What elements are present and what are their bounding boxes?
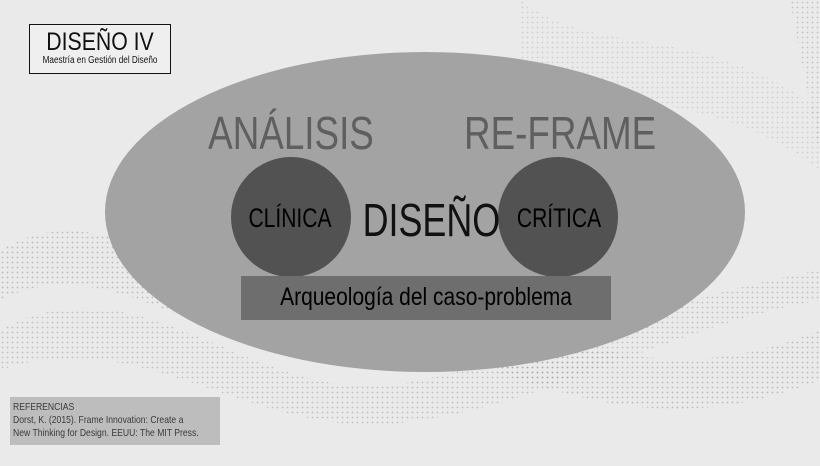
reframe-label: RE-FRAME: [464, 107, 657, 159]
dotted-wave-bottom: [0, 270, 820, 425]
critica-label: CRÍTICA: [516, 203, 602, 233]
clinica-circle: [231, 157, 351, 277]
clinica-label: CLÍNICA: [248, 203, 332, 233]
dotted-corner-top-right: [790, 0, 820, 160]
course-title-box: DISEÑO IV Maestría en Gestión del Diseño: [29, 24, 171, 74]
arqueologia-label: Arqueología del caso-problema: [280, 283, 572, 311]
course-title: DISEÑO IV: [46, 28, 154, 56]
critica-circle: [498, 157, 618, 277]
diseno-label: DISEÑO: [362, 194, 501, 246]
course-subtitle: Maestría en Gestión del Diseño: [42, 55, 158, 66]
analisis-label: ANÁLISIS: [208, 107, 374, 159]
arqueologia-box: Arqueología del caso-problema: [241, 276, 611, 320]
references-box: REFERENCIAS Dorst, K. (2015). Frame Inno…: [10, 397, 220, 445]
references-text: REFERENCIAS Dorst, K. (2015). Frame Inno…: [13, 401, 210, 440]
reference-line-1: Dorst, K. (2015). Frame Innovation: Crea…: [13, 414, 184, 426]
references-heading: REFERENCIAS: [13, 401, 75, 413]
reference-line-2: New Thinking for Design. EEUU: The MIT P…: [13, 427, 199, 439]
dotted-wave-top-right: [520, 0, 820, 170]
